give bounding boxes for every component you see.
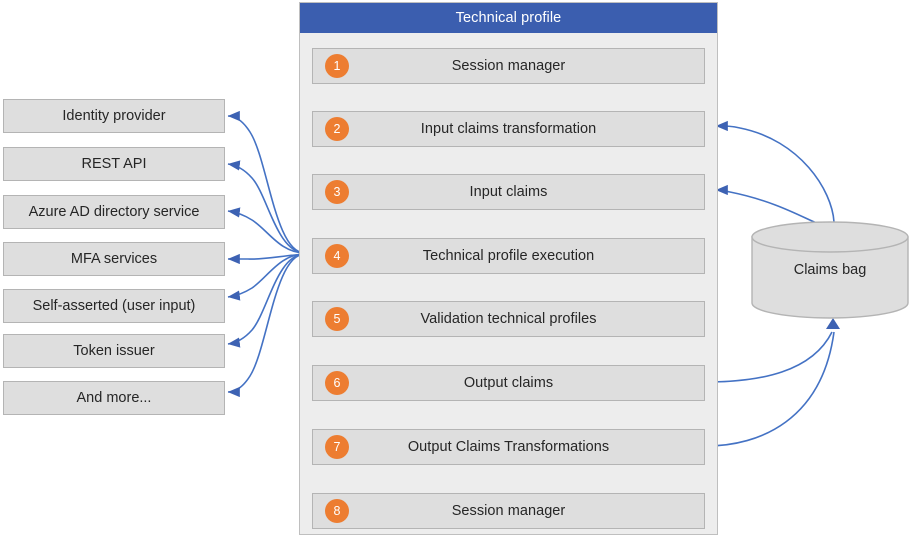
- source-box-azure-ad-directory-service[interactable]: Azure AD directory service: [3, 195, 225, 229]
- step-badge-1: 1: [325, 54, 349, 78]
- step-2-input-claims-transformation[interactable]: 2 Input claims transformation: [312, 111, 705, 147]
- source-box-and-more[interactable]: And more...: [3, 381, 225, 415]
- step-label-7: Output Claims Transformations: [407, 439, 610, 455]
- step-4-technical-profile-execution[interactable]: 4 Technical profile execution: [312, 238, 705, 274]
- step-label-5: Validation technical profiles: [420, 311, 597, 327]
- source-box-rest-api[interactable]: REST API: [3, 147, 225, 181]
- source-box-identity-provider[interactable]: Identity provider: [3, 99, 225, 133]
- step-badge-4: 4: [325, 244, 349, 268]
- step-label-2: Input claims transformation: [420, 121, 597, 137]
- technical-profile-panel: Technical profile 1 Session manager 2 In…: [299, 2, 718, 535]
- step-label-1: Session manager: [451, 58, 566, 74]
- step-label-8: Session manager: [451, 503, 566, 519]
- step-1-session-manager[interactable]: 1 Session manager: [312, 48, 705, 84]
- claims-bag-label: Claims bag: [793, 262, 867, 278]
- store-write-links: [705, 331, 835, 447]
- store-write-arrowhead: [826, 318, 840, 329]
- source-links: [227, 110, 306, 398]
- step-badge-3: 3: [325, 180, 349, 204]
- step-badge-6: 6: [325, 371, 349, 395]
- cylinder-icon: [751, 221, 909, 319]
- step-badge-7: 7: [325, 435, 349, 459]
- claims-bag-store[interactable]: Claims bag: [751, 221, 909, 319]
- step-3-input-claims[interactable]: 3 Input claims: [312, 174, 705, 210]
- step-7-output-claims-transformations[interactable]: 7 Output Claims Transformations: [312, 429, 705, 465]
- step-label-6: Output claims: [463, 375, 554, 391]
- source-box-self-asserted[interactable]: Self-asserted (user input): [3, 289, 225, 323]
- step-label-4: Technical profile execution: [422, 248, 595, 264]
- step-5-validation-technical-profiles[interactable]: 5 Validation technical profiles: [312, 301, 705, 337]
- source-box-mfa-services[interactable]: MFA services: [3, 242, 225, 276]
- store-read-links: [715, 120, 835, 228]
- step-badge-5: 5: [325, 307, 349, 331]
- step-badge-8: 8: [325, 499, 349, 523]
- step-badge-2: 2: [325, 117, 349, 141]
- step-6-output-claims[interactable]: 6 Output claims: [312, 365, 705, 401]
- step-label-3: Input claims: [469, 184, 548, 200]
- panel-title: Technical profile: [300, 3, 717, 33]
- source-box-token-issuer[interactable]: Token issuer: [3, 334, 225, 368]
- step-8-session-manager[interactable]: 8 Session manager: [312, 493, 705, 529]
